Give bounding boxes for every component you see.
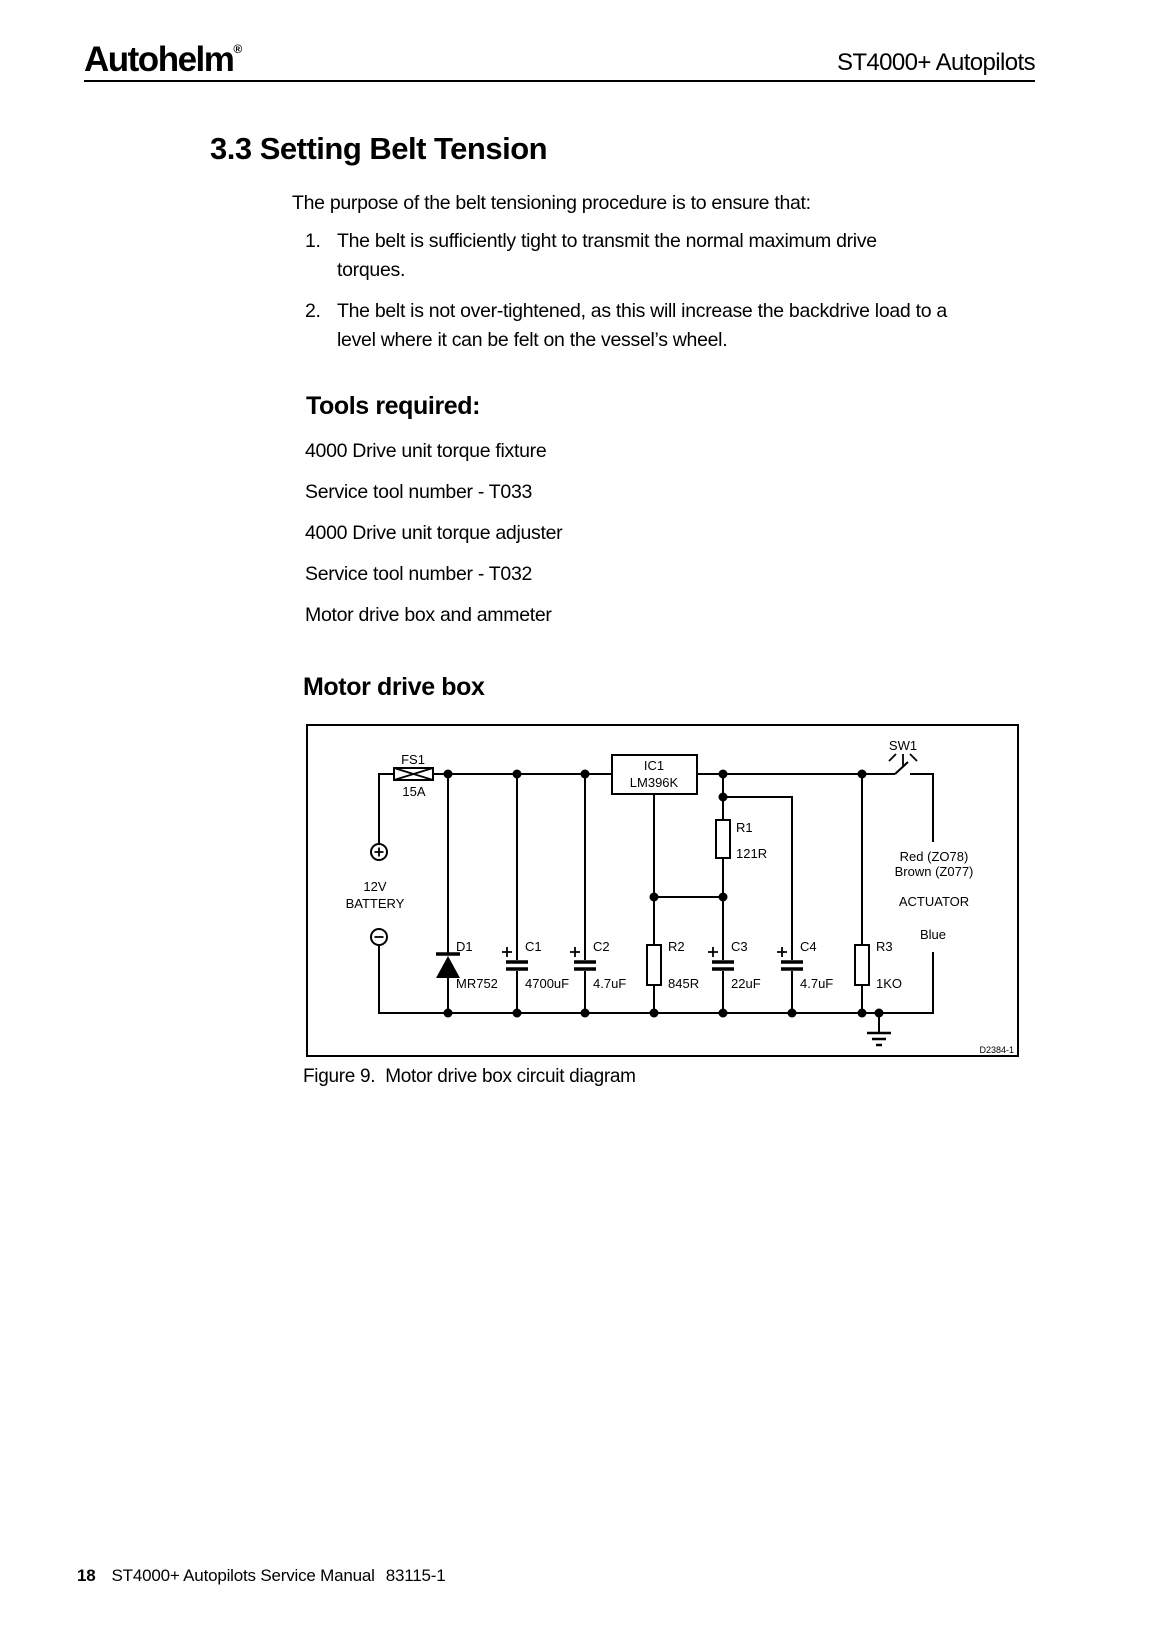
footer-title: ST4000+ Autopilots Service Manual <box>111 1566 375 1585</box>
wire-label-blue: Blue <box>920 927 946 942</box>
ic1-value: LM396K <box>630 775 679 790</box>
tool-item: Service tool number - T032 <box>305 563 533 585</box>
section-title: 3.3 Setting Belt Tension <box>210 131 548 166</box>
r2-value: 845R <box>668 976 699 991</box>
brand-logo-text: Autohelm <box>84 40 235 79</box>
capacitor-c3-symbol <box>708 947 734 971</box>
diode-symbol <box>436 952 460 978</box>
battery-label-line2: BATTERY <box>346 896 405 911</box>
battery-label-line1: 12V <box>363 879 386 894</box>
tools-required-heading: Tools required: <box>306 392 481 420</box>
actuator-label: ACTUATOR <box>899 894 969 909</box>
header-product-name: ST4000+ Autopilots <box>836 49 1036 76</box>
battery-negative-terminal <box>370 928 388 946</box>
capacitor-c4-symbol <box>777 947 803 971</box>
polarity-plus-icon <box>570 947 580 957</box>
r3-label: R3 <box>876 939 893 954</box>
tool-item: 4000 Drive unit torque fixture <box>305 440 547 462</box>
fs1-value: 15A <box>402 784 425 799</box>
c3-value: 22uF <box>731 976 761 991</box>
c4-value: 4.7uF <box>800 976 833 991</box>
c1-value: 4700uF <box>525 976 569 991</box>
list-item: The belt is sufficiently tight to transm… <box>337 230 877 281</box>
sw1-label: SW1 <box>889 738 917 753</box>
circuit-diagram: FS1 15A IC1 LM396K SW1 R1 121R 12V BATTE… <box>306 724 1019 1057</box>
ic-symbol <box>611 754 698 795</box>
resistor-r2-symbol <box>646 944 662 986</box>
c2-value: 4.7uF <box>593 976 626 991</box>
c3-label: C3 <box>731 939 748 954</box>
intro-paragraph: The purpose of the belt tensioning proce… <box>292 192 811 214</box>
tool-item: Service tool number - T033 <box>305 481 533 503</box>
page-footer: 18 ST4000+ Autopilots Service Manual 83115… <box>77 1566 446 1586</box>
registered-trademark-icon: ® <box>233 42 243 56</box>
tool-item: 4000 Drive unit torque adjuster <box>305 522 563 544</box>
fuse-symbol <box>393 767 434 781</box>
junction-dots <box>443 769 884 1018</box>
battery-positive-terminal <box>370 843 388 861</box>
list-item: The belt is not over-tightened, as this … <box>337 300 947 351</box>
polarity-plus-icon <box>708 947 718 957</box>
d1-label: D1 <box>456 939 473 954</box>
wire-label-red: Red (ZO78) <box>900 849 969 864</box>
tool-item: Motor drive box and ammeter <box>305 604 552 626</box>
r1-value: 121R <box>736 846 767 861</box>
brand-logo: Autohelm® <box>84 40 242 80</box>
figure-heading: Motor drive box <box>303 673 485 701</box>
capacitor-c1-symbol <box>502 947 528 971</box>
resistor-r1-symbol <box>715 819 731 859</box>
r3-value: 1KO <box>876 976 902 991</box>
capacitor-c2-symbol <box>570 947 596 971</box>
footer-doc-number: 83115-1 <box>385 1566 446 1585</box>
c2-label: C2 <box>593 939 610 954</box>
fs1-label: FS1 <box>401 752 425 767</box>
polarity-plus-icon <box>777 947 787 957</box>
switch-symbol <box>888 753 918 775</box>
resistor-r3-symbol <box>854 944 870 986</box>
list-item-number: 2. <box>305 300 321 322</box>
c1-label: C1 <box>525 939 542 954</box>
r2-label: R2 <box>668 939 685 954</box>
ic1-label: IC1 <box>644 758 664 773</box>
drawing-reference: D2384-1 <box>979 1045 1014 1055</box>
page-number: 18 <box>77 1566 96 1585</box>
c4-label: C4 <box>800 939 817 954</box>
r1-label: R1 <box>736 820 753 835</box>
d1-value: MR752 <box>456 976 498 991</box>
list-item-number: 1. <box>305 230 321 252</box>
figure-caption: Figure 9. Motor drive box circuit diagra… <box>303 1066 636 1087</box>
wire-label-brown: Brown (Z077) <box>895 864 974 879</box>
header-rule <box>84 80 1035 82</box>
polarity-plus-icon <box>502 947 512 957</box>
